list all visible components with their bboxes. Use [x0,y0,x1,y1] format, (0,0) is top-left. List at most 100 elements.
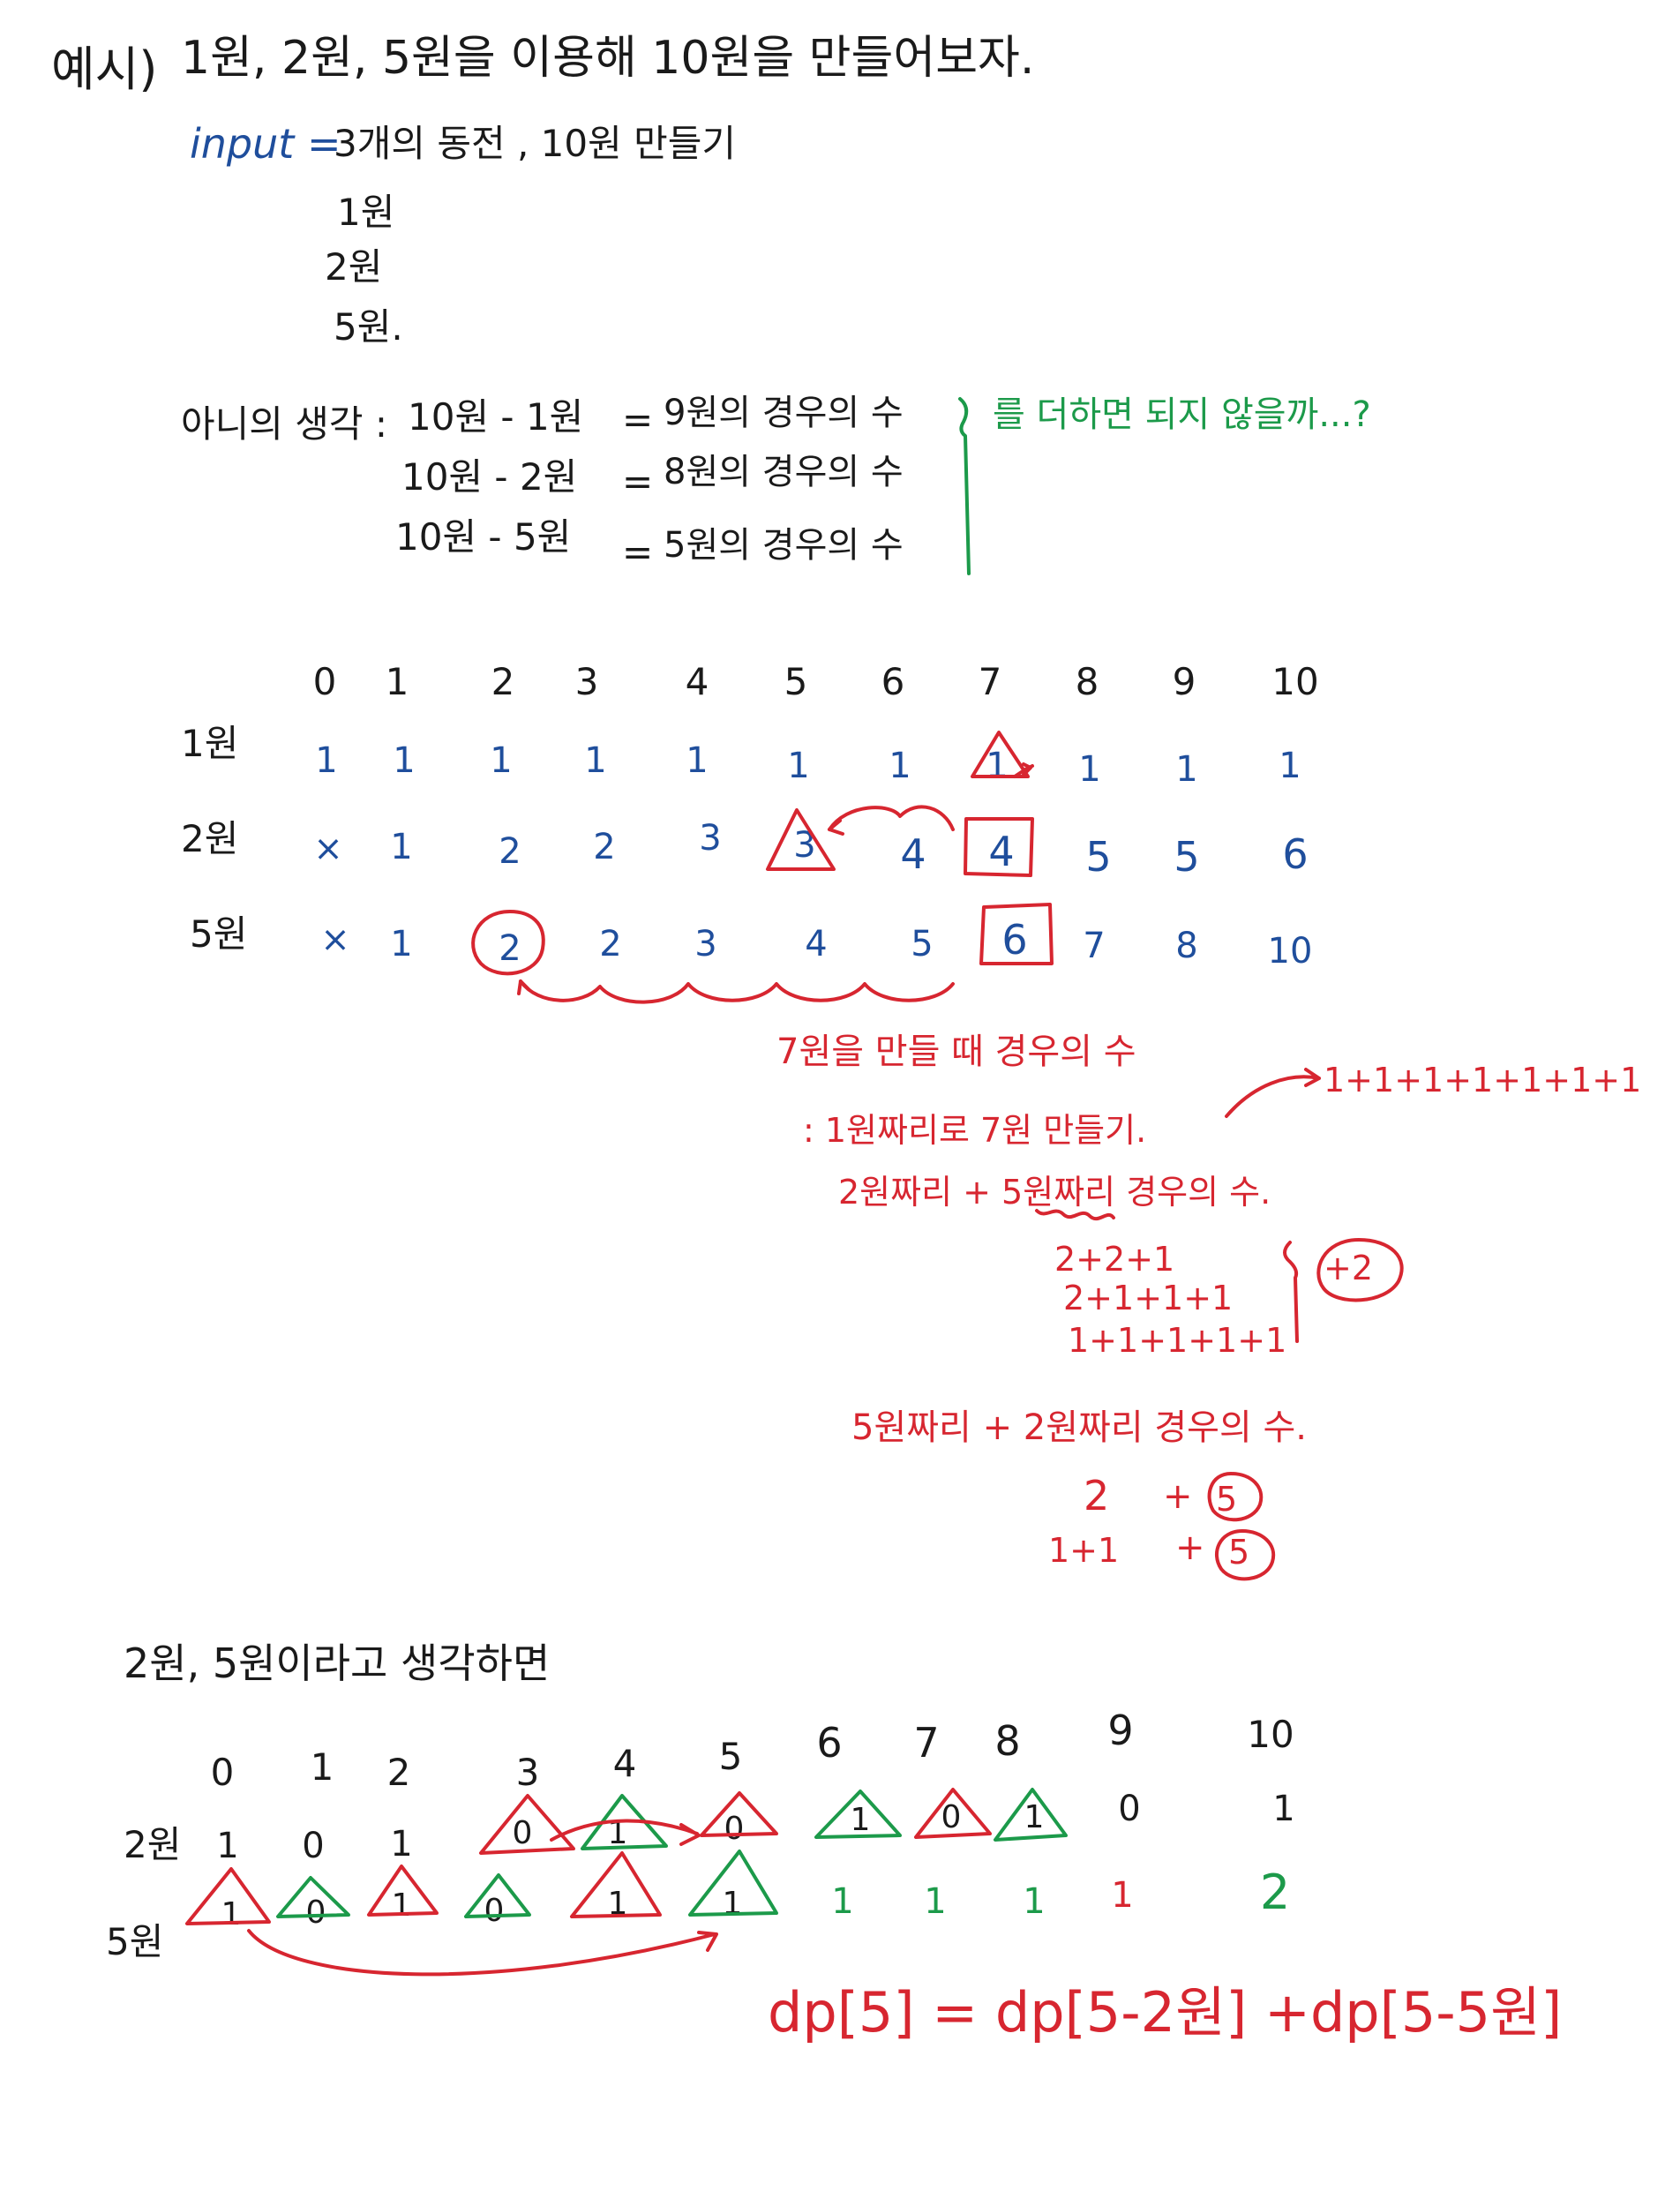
arc-t1-r2 [828,805,955,831]
t2-col-6: 6 [816,1719,843,1767]
t2-r2-c2: 1 [390,1824,413,1865]
t1-col-9: 9 [1172,660,1196,703]
t2-r2-c6: 1 [850,1802,871,1838]
t1-col-8: 8 [1075,660,1099,703]
t1-r2-c3: 2 [593,827,616,867]
t2-r5-c5: 1 [722,1886,743,1922]
triangle-t1-r1-c7 [971,731,1030,778]
t1-row-label-1: 1원 [181,722,239,765]
t2-col-10: 10 [1247,1713,1294,1756]
t1-r1-c2: 1 [490,740,513,781]
t1-col-5: 5 [784,660,808,703]
wave-t1-r5 [519,979,955,1004]
t1-r5-c0: × [320,919,350,960]
t1-r1-c6: 1 [889,746,911,786]
notes-sum-b-2-left: 1+1 [1048,1531,1120,1570]
arrowhead-t1-r2 [828,819,844,836]
notes-sum-b-1-plus: + [1163,1476,1193,1517]
t1-r1-c3: 1 [584,740,607,781]
t1-r2-c1: 1 [390,827,413,867]
t1-r5-c2: 2 [499,928,521,969]
triangle-t2-r2-c7 [914,1788,992,1839]
green-brace [958,397,971,575]
t2-col-9: 9 [1107,1707,1134,1754]
triangle-t2-r2-c8 [994,1788,1068,1842]
t1-r2-c7: 4 [988,828,1015,875]
example-text: 1원, 2원, 5원을 이용해 10원을 만들어보자. [181,32,1035,85]
t1-r5-c5: 4 [805,924,828,964]
t2-r5-c7: 1 [924,1881,947,1922]
t2-col-2: 2 [386,1751,411,1794]
notes-line-3: 5원짜리 + 2원짜리 경우의 수. [851,1407,1307,1448]
t2-row-label-2: 2원 [124,1823,182,1866]
t1-col-2: 2 [491,660,515,703]
t1-r2-c2: 2 [499,831,521,872]
triangle-t2-r5-c1 [276,1876,350,1918]
triangle-t2-r2-c3 [479,1794,575,1855]
t2-r2-c0: 1 [216,1826,239,1866]
circle-notes-b-1 [1207,1472,1264,1522]
coin-5: 5원. [334,305,403,349]
circle-notes-b-2 [1215,1529,1276,1581]
t2-r5-c6: 1 [831,1881,854,1922]
thinking-expr-3: 10원 - 5원 [395,515,572,559]
box-t1-r5-c7 [979,903,1054,965]
t2-col-8: 8 [994,1717,1021,1765]
arrow-t1-r1-c7 [1013,762,1034,778]
t1-r2-c4: 3 [699,818,722,859]
triangle-t2-r5-c2 [367,1865,439,1917]
notes-sum-b-2-circled: 5 [1228,1533,1250,1572]
t2-row-label-5: 5원 [106,1920,164,1963]
t1-r1-c4: 1 [686,740,709,781]
t1-r5-c10: 10 [1267,931,1313,972]
notes-line-1: : 1원짜리로 7원 만들기. [803,1111,1147,1150]
t2-col-5: 5 [718,1735,743,1778]
t1-col-3: 3 [574,660,599,703]
t2-r2-c3: 0 [512,1815,533,1851]
notes-sum-b-1-left: 2 [1084,1472,1110,1519]
t2-col-4: 4 [612,1742,637,1785]
t2-r5-c9: 1 [1111,1875,1134,1916]
triangle-t2-r5-c3 [464,1873,531,1918]
t2-col-3: 3 [515,1751,540,1794]
t1-r2-c10: 6 [1282,830,1309,878]
coin-2: 2원 [325,245,383,289]
arrow-t2-bottom [247,1929,718,1977]
notes-sum-b-2-plus: + [1175,1527,1205,1568]
t1-r2-c9: 5 [1174,833,1200,881]
t1-col-1: 1 [385,660,409,703]
arrow-t2-top [550,1819,701,1846]
triangle-t2-r5-c0 [185,1867,271,1925]
dp-formula: dp[5] = dp[5-2원] +dp[5-5원] [768,1980,1563,2045]
thinking-eq-3: = [622,530,654,574]
t1-r1-c0: 1 [315,740,338,781]
t1-r5-c1: 1 [390,924,413,964]
notes-line-2: 2원짜리 + 5원짜리 경우의 수. [838,1173,1271,1212]
t2-r5-c1: 0 [305,1895,326,1931]
t2-r2-c8: 1 [1024,1799,1045,1835]
t1-r5-c3: 2 [599,924,622,964]
notes-sum-b-1-circled: 5 [1216,1480,1238,1519]
t2-r2-c5: 0 [724,1811,745,1847]
input-text: 3개의 동전 , 10원 만들기 [334,122,737,165]
thinking-result-1: 9원의 경우의 수 [664,393,904,433]
notes-sum-a-1: 2+2+1 [1054,1240,1175,1279]
t1-r2-c6: 4 [900,830,926,878]
t1-r1-c1: 1 [393,740,416,781]
triangle-t2-r2-c6 [814,1790,902,1839]
t2-col-0: 0 [210,1751,235,1794]
thinking-result-2: 8원의 경우의 수 [664,452,904,492]
notes-line-1-result: 1+1+1+1+1+1+1 [1324,1061,1642,1099]
arrowhead-t1-r5 [517,979,531,995]
t2-r2-c9: 0 [1118,1789,1141,1829]
thinking-expr-1: 10원 - 1원 [408,395,584,439]
thinking-expr-2: 10원 - 2원 [401,455,578,499]
t1-r2-c0: × [313,829,343,869]
thinking-result-3: 5원의 경우의 수 [664,525,904,566]
t2-r5-c8: 1 [1023,1881,1046,1922]
t1-col-4: 4 [685,660,709,703]
coin-1: 1원 [337,191,395,234]
triangle-t2-r5-c5 [688,1850,778,1917]
t1-row-label-2: 2원 [181,817,239,860]
thinking-eq-1: = [622,398,654,441]
